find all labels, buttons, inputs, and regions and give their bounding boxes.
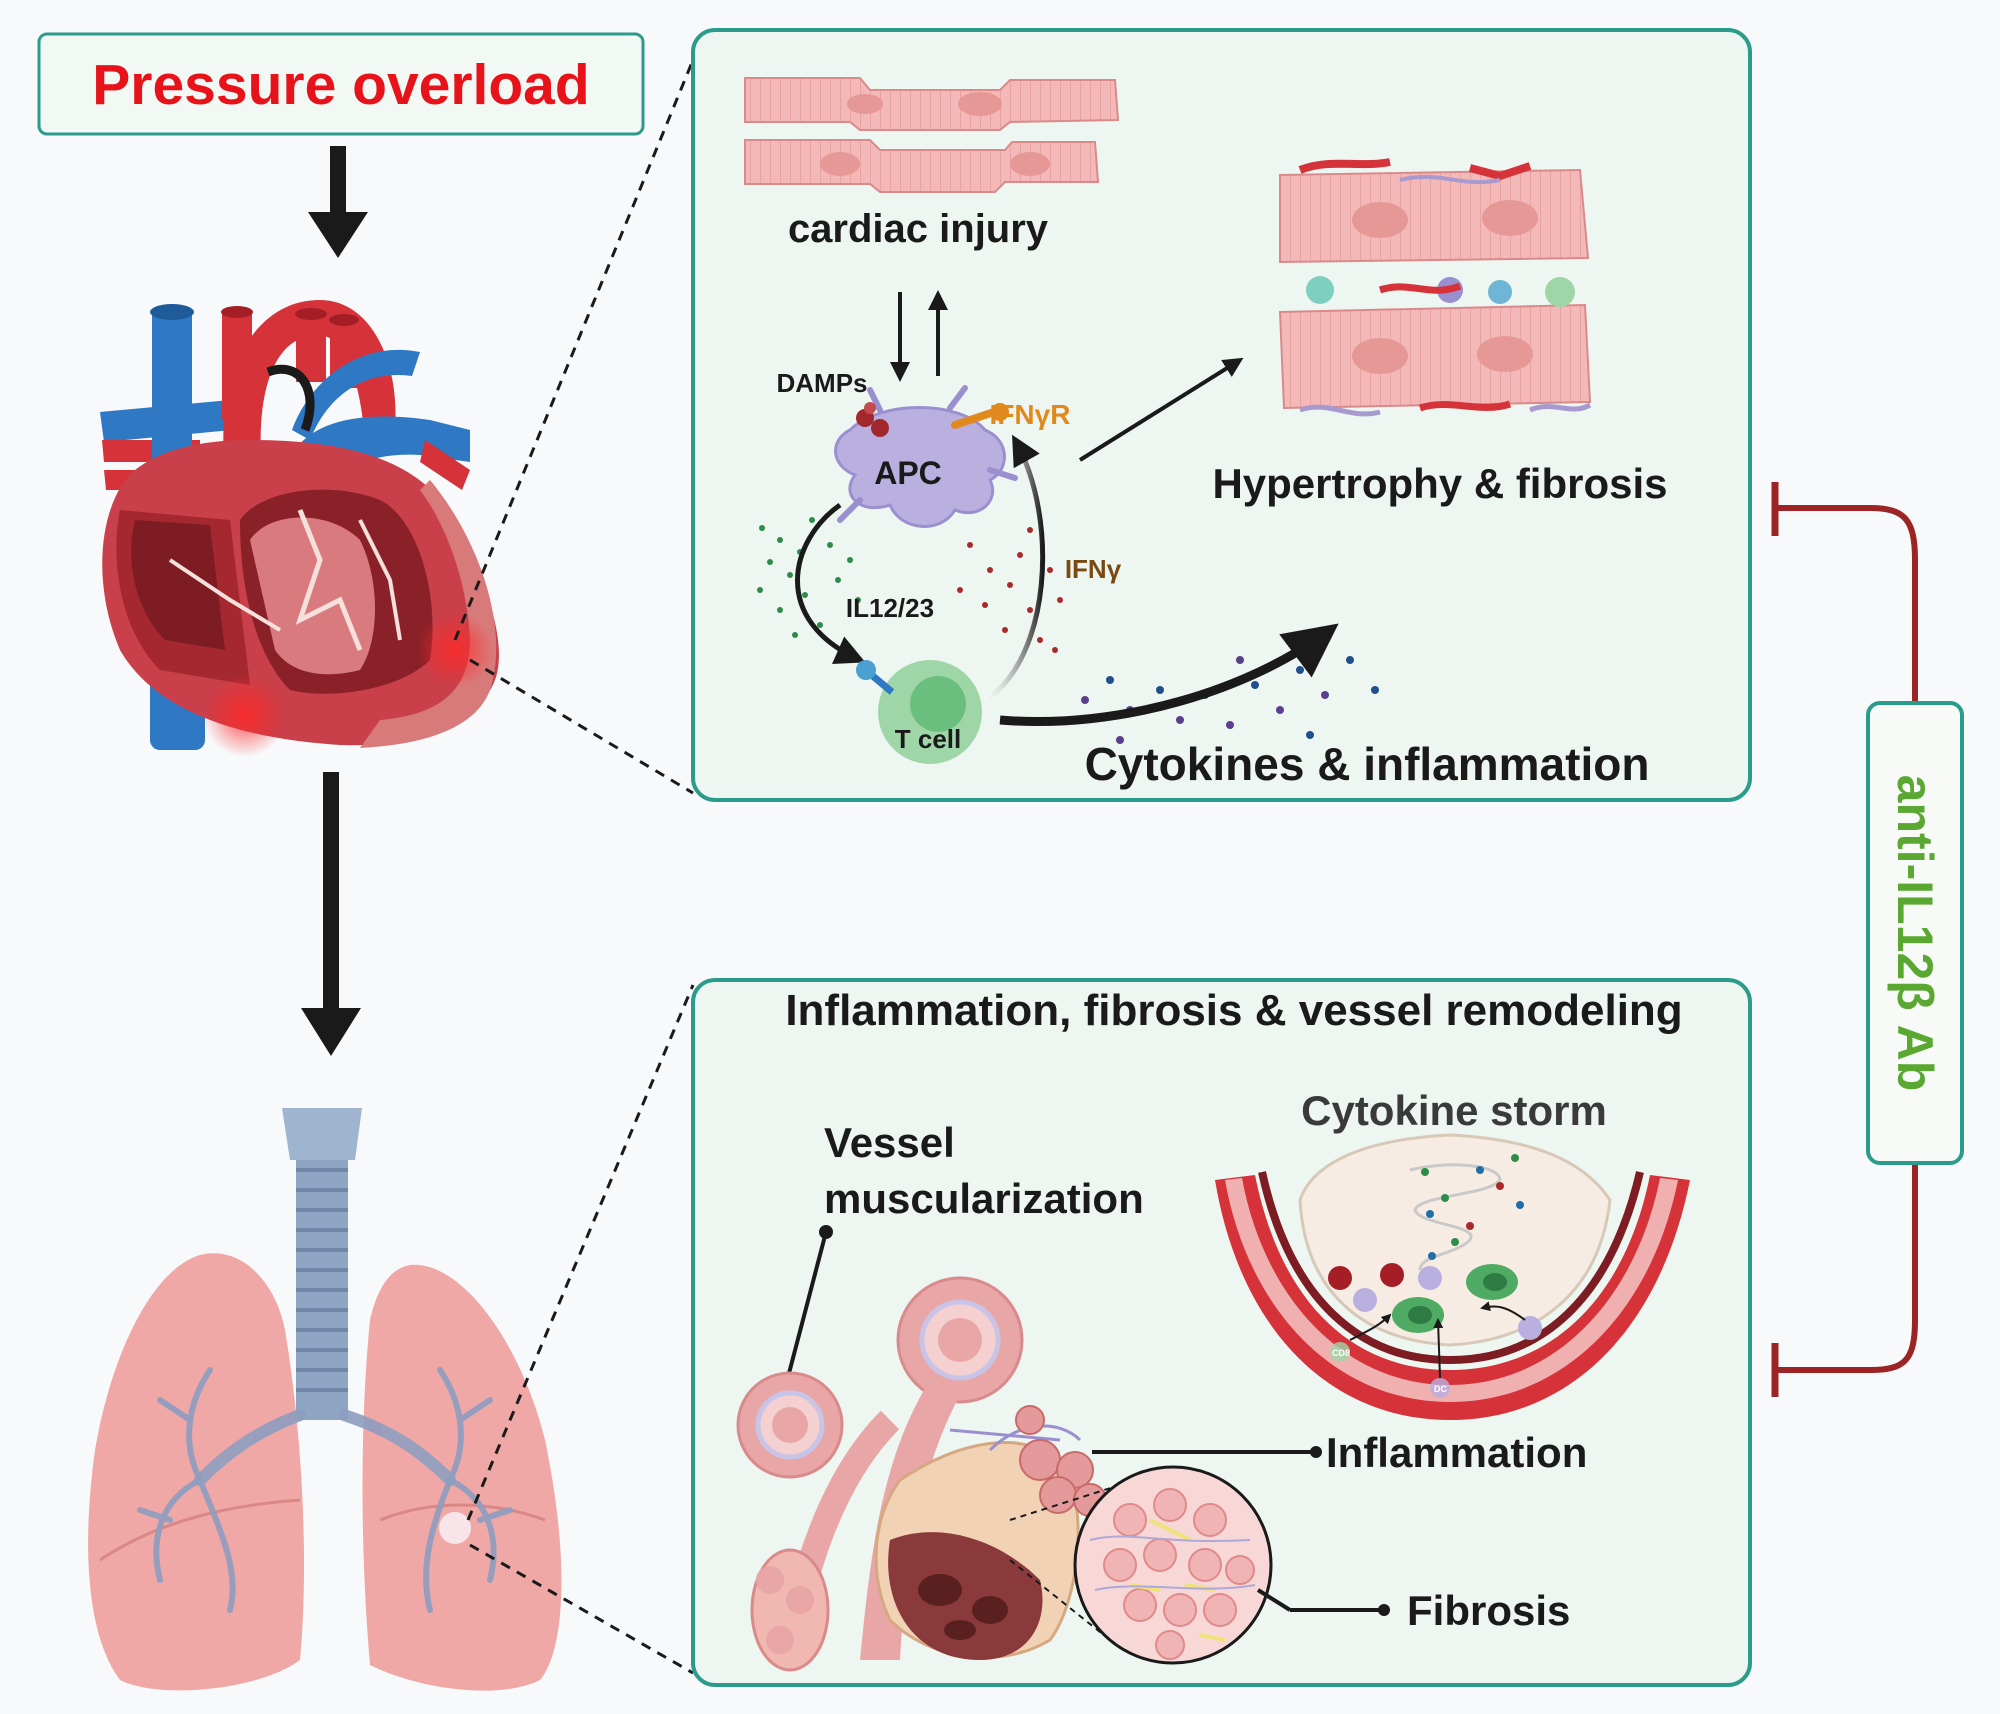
cd8-label: CD8 <box>1332 1348 1350 1358</box>
il12-dots <box>757 517 861 638</box>
ifng-dots <box>957 527 1063 653</box>
heart-zoom-panel: cardiac injury DAMPs APC IFNγR <box>691 28 1752 802</box>
cytokine-storm-label: Cytokine storm <box>1301 1087 1607 1134</box>
inflammation-label: Inflammation <box>1326 1429 1587 1476</box>
alveoli-icon <box>750 1380 1107 1672</box>
antibody-inhibition: anti-IL12β Ab <box>1771 482 1964 1397</box>
il12-23-label: IL12/23 <box>846 593 934 623</box>
cardiac-injury-label: cardiac injury <box>788 207 1049 251</box>
hypertrophy-label: Hypertrophy & fibrosis <box>1212 460 1667 507</box>
ifngr-label: IFNγR <box>990 399 1071 430</box>
cytokine-dots <box>1081 656 1379 744</box>
vessel-label-line2: muscularization <box>824 1175 1144 1222</box>
cardiomyocyte-icon <box>744 77 1120 193</box>
zoom-lines <box>453 59 695 1675</box>
dc-label: DC <box>1434 1384 1447 1394</box>
antibody-label: anti-IL12β Ab <box>1887 775 1943 1092</box>
apc-label: APC <box>874 455 942 491</box>
fibrosis-label: Fibrosis <box>1407 1587 1570 1634</box>
title-box: Pressure overload <box>37 32 645 136</box>
lung-panel-title: Inflammation, fibrosis & vessel remodeli… <box>785 986 1682 1035</box>
ifng-label: IFNγ <box>1065 554 1122 584</box>
vessel-cross-section-icon <box>736 1276 1024 1479</box>
arrow-title-to-heart <box>308 146 368 258</box>
arrow-heart-to-lungs <box>301 772 361 1056</box>
vessel-storm-icon: CD8 DC <box>1215 1133 1690 1420</box>
magnifier-circle-icon <box>1009 1465 1273 1665</box>
heart-illustration <box>100 300 499 757</box>
apc-cell-icon <box>834 385 1018 528</box>
title-text: Pressure overload <box>92 53 589 117</box>
cytokines-label: Cytokines & inflammation <box>1085 738 1650 790</box>
lungs-illustration <box>88 1108 562 1691</box>
t-cell-label: T cell <box>895 724 961 754</box>
hypertrophy-tissue-icon <box>1278 158 1592 417</box>
lung-zoom-panel: Inflammation, fibrosis & vessel remodeli… <box>691 978 1752 1687</box>
vessel-label-line1: Vessel <box>824 1119 955 1166</box>
damps-label: DAMPs <box>776 368 867 398</box>
t-cell-icon <box>856 660 982 764</box>
